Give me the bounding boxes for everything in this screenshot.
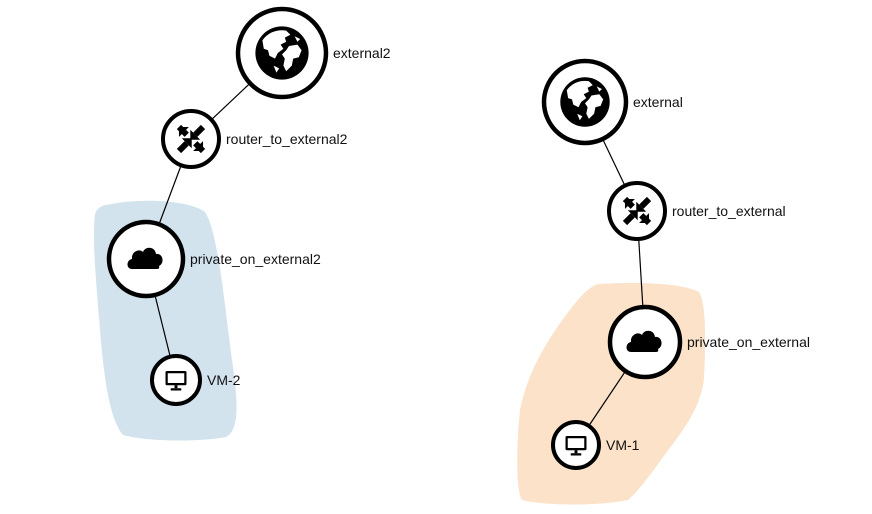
node-router_to_external2[interactable]: router_to_external2	[161, 109, 348, 169]
globe-icon	[560, 77, 610, 127]
node-vm2[interactable]: VM-2	[150, 354, 241, 406]
nodes-layer: external2 router_to_external2 private_on_e…	[106, 6, 810, 470]
globe-icon	[255, 26, 309, 80]
node-label: router_to_external	[672, 203, 786, 219]
node-private_on_external[interactable]: private_on_external	[607, 304, 810, 380]
node-label: external2	[333, 45, 391, 61]
node-external2[interactable]: external2	[235, 6, 391, 100]
node-label: VM-1	[606, 437, 640, 453]
node-router_to_external[interactable]: router_to_external	[607, 181, 786, 241]
node-private_on_external2[interactable]: private_on_external2	[106, 219, 321, 299]
node-label: VM-2	[207, 372, 241, 388]
node-vm1[interactable]: VM-1	[551, 420, 640, 470]
node-label: private_on_external2	[190, 251, 321, 267]
node-label: private_on_external	[687, 334, 810, 350]
node-external[interactable]: external	[541, 58, 683, 146]
node-label: router_to_external2	[226, 131, 348, 147]
network-group-private-on-external	[517, 282, 706, 505]
node-label: external	[633, 94, 683, 110]
